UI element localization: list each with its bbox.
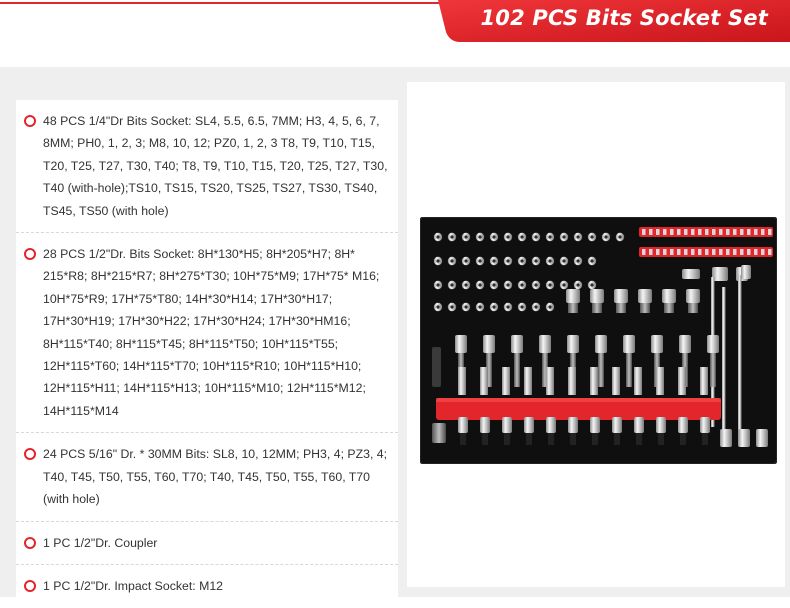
- ring-bullet-icon: [24, 448, 36, 461]
- header-banner: [438, 0, 790, 42]
- page-header: 102 PCS Bits Socket Set: [0, 0, 790, 50]
- spec-text: 1 PC 1/2"Dr. Coupler: [43, 535, 158, 550]
- list-item: 24 PCS 5/16" Dr. * 30MM Bits: SL8, 10, 1…: [16, 433, 398, 522]
- ring-bullet-icon: [24, 579, 36, 592]
- list-item: 1 PC 1/2"Dr. Impact Socket: M12: [16, 564, 398, 608]
- spec-text: 1 PC 1/2"Dr. Impact Socket: M12: [43, 578, 224, 593]
- spec-text: 28 PCS 1/2"Dr. Bits Socket: 8H*130*H5; 8…: [43, 247, 380, 418]
- list-item: 1 PC 1/2"Dr. Coupler: [16, 521, 398, 565]
- spec-list: 48 PCS 1/4"Dr Bits Socket: SL4, 5.5, 6.5…: [16, 100, 398, 608]
- spec-text: 48 PCS 1/4"Dr Bits Socket: SL4, 5.5, 6.5…: [43, 114, 388, 218]
- ring-bullet-icon: [24, 248, 36, 261]
- spec-text: 24 PCS 5/16" Dr. * 30MM Bits: SL8, 10, 1…: [43, 447, 388, 507]
- list-item: 48 PCS 1/4"Dr Bits Socket: SL4, 5.5, 6.5…: [16, 100, 398, 234]
- page-title: 102 PCS Bits Socket Set: [480, 6, 768, 30]
- ring-bullet-icon: [24, 536, 36, 549]
- ring-bullet-icon: [24, 115, 36, 127]
- tool-tray-image: [420, 217, 777, 464]
- header-accent-line: [0, 2, 460, 4]
- list-item: 28 PCS 1/2"Dr. Bits Socket: 8H*130*H5; 8…: [16, 233, 398, 434]
